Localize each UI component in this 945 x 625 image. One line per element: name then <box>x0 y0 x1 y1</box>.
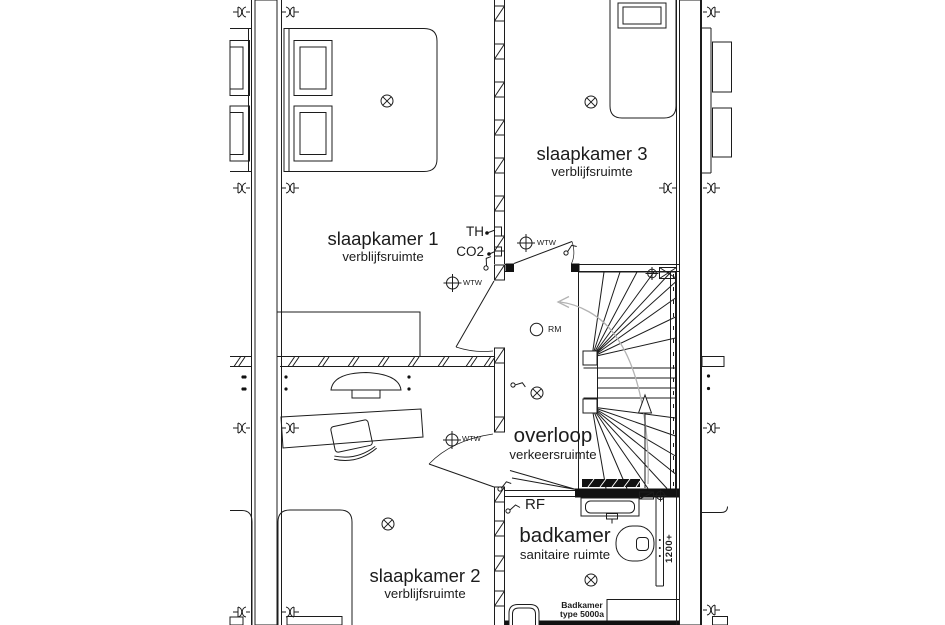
neighbor-right-fragments <box>701 27 732 625</box>
ceiling-light-icon <box>381 517 395 531</box>
staircase <box>556 266 677 490</box>
wall-tie-icon <box>232 606 251 618</box>
room-name: badkamer <box>519 524 611 547</box>
room-name: overloop <box>513 424 593 447</box>
room-function: verkeersruimte <box>509 446 597 462</box>
single-bed <box>277 509 353 625</box>
room-name: slaapkamer 1 <box>327 228 439 249</box>
room-name: slaapkamer 2 <box>369 565 481 586</box>
pillow <box>286 616 343 625</box>
desk-hutch <box>330 371 402 391</box>
co2-label: CO2 <box>456 244 484 259</box>
stair-direction-arrow-icon <box>637 393 653 414</box>
chair <box>330 419 377 461</box>
door-badkamer <box>509 470 577 490</box>
shower <box>606 599 680 625</box>
wall-tie-icon <box>281 606 300 618</box>
slaapkamer2-furniture <box>277 371 424 625</box>
wall-tie-icon <box>702 422 721 434</box>
door-slaapkamer-2 <box>428 463 495 488</box>
walking-line <box>559 301 649 485</box>
wtw-valve-icon <box>516 233 536 253</box>
wall-tie-icon <box>702 604 721 616</box>
wall-tie-icon <box>232 182 251 194</box>
wtw-label: WTW <box>462 434 481 443</box>
ceiling-light-icon <box>584 573 598 587</box>
wall-tie-icon <box>702 182 721 194</box>
room-label-badkamer: badkamer sanitaire ruimte <box>465 524 665 563</box>
desk <box>280 408 424 449</box>
door-slaapkamer-3 <box>513 241 573 264</box>
rf-label: RF <box>525 496 545 513</box>
room-label-slaapkamer-1: slaapkamer 1 verblijfsruimte <box>283 228 483 265</box>
wall-tie-icon <box>702 6 721 18</box>
party-wall-right <box>658 0 721 625</box>
interior-partition-wall <box>494 0 505 625</box>
badkamer-wall <box>575 488 680 498</box>
mv-valve-icon <box>645 266 659 281</box>
door-slaapkamer-1 <box>455 280 495 348</box>
neighbor-left-fragments <box>229 28 253 625</box>
room-label-slaapkamer-2: slaapkamer 2 verblijfsruimte <box>325 565 525 602</box>
closet <box>276 311 421 357</box>
pillow <box>617 2 667 29</box>
ceiling-light-icon <box>380 94 394 108</box>
sensor-leaders <box>485 229 496 256</box>
badkamer-fixtures <box>505 488 680 625</box>
rm-label: RM <box>548 324 562 334</box>
single-bed <box>609 0 677 119</box>
th-sensor <box>494 226 502 237</box>
newel-post <box>582 398 598 414</box>
wall-tie-icon <box>281 182 300 194</box>
divider-wall <box>230 356 496 367</box>
pillow <box>293 40 333 96</box>
height-marker-1200: 1200+ <box>664 533 675 563</box>
wtw-label: WTW <box>463 278 482 287</box>
slaapkamer1-furniture <box>276 28 438 357</box>
th-label: TH <box>466 224 484 239</box>
room-function: verblijfsruimte <box>384 585 466 601</box>
room-label-slaapkamer-3: slaapkamer 3 verblijfsruimte <box>492 143 692 180</box>
double-bed <box>283 28 438 172</box>
wtw-label: WTW <box>537 238 556 247</box>
slaapkamer3-furniture <box>609 0 677 119</box>
room-label-overloop: overloop verkeersruimte <box>453 424 653 463</box>
wall-tie-icon <box>232 6 251 18</box>
knee-wall-1200 <box>655 497 664 587</box>
newel-post <box>582 350 598 366</box>
wall-tie-icon <box>281 422 300 434</box>
socket-dots <box>243 375 411 391</box>
room-name: slaapkamer 3 <box>536 143 648 164</box>
wall-tie-icon <box>232 422 251 434</box>
badkamer-type-note: Badkamer type 5000a <box>560 600 604 620</box>
ceiling-light-icon <box>584 95 598 109</box>
smoke-detector-icon <box>529 322 544 337</box>
toilet <box>615 525 655 562</box>
room-function: verblijfsruimte <box>551 163 633 179</box>
room-function: sanitaire ruimte <box>519 546 611 562</box>
bath-fixture <box>508 604 540 625</box>
ceiling-light-icon <box>530 386 544 400</box>
wall-tie-icon <box>658 182 677 194</box>
wtw-valve-icon <box>443 273 462 293</box>
wall-tie-icon <box>281 6 300 18</box>
room-function: verblijfsruimte <box>342 248 424 264</box>
washbasin <box>580 497 640 517</box>
overloop-walls-doors <box>428 241 680 497</box>
pillow <box>293 105 333 162</box>
